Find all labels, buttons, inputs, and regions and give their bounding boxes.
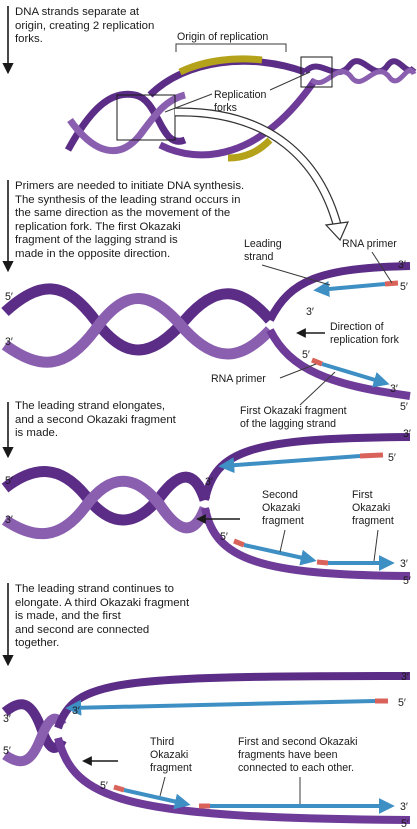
first-okazaki-label-1: First Okazaki fragment [240,405,347,417]
direction-label-1: Direction of [330,321,384,333]
second-okazaki-label-2: Okazaki [262,502,300,514]
direction-label-2: replication fork [330,334,400,346]
p2-3prime-leading: 3′ [306,306,314,318]
step4-caption: The leading strand continues to elongate… [15,583,190,650]
p2-3prime-okazaki: 3′ [390,383,398,395]
p4-5prime-left: 5′ [3,745,11,757]
first-okazaki-label-2: of the lagging strand [240,418,336,430]
p4-3prime-leading: 3′ [72,705,80,717]
leading-strand-label-1: Leading [244,238,282,250]
connected-label-1: First and second Okazaki [238,736,358,748]
panel-2-fork: 3′ 5′ 3′ 5′ 3′ 5′ 3′ 5′ Leading strand R… [1,238,411,430]
p3-3prime-first: 3′ [400,558,408,570]
p3-5prime-left: 5′ [5,475,13,487]
p4-3prime-top: 3′ [401,671,409,683]
rna-primer-top-label: RNA primer [342,238,397,250]
leading-strand-label-2: strand [244,251,274,263]
p3-3prime-top: 3′ [403,428,411,440]
p3-3prime-leading: 3′ [205,476,213,488]
p2-5prime-okazaki: 5′ [302,349,310,361]
first-okazaki-p3-label-1: First [352,489,373,501]
p4-5prime-third: 5′ [100,780,108,792]
p2-3prime-left: 3′ [5,336,13,348]
p4-3prime-connected: 3′ [400,801,408,813]
first-okazaki-p3-label-3: fragment [352,515,394,527]
p4-5prime-bottom: 5′ [401,818,409,829]
p2-3prime-top: 3′ [398,259,406,271]
origin-label: Origin of replication [177,31,268,43]
panel-4-fork: 3′ 5′ 3′ 3′ 5′ 5′ 3′ 5′ Third Okazaki fr… [1,671,411,829]
third-okazaki-label-2: Okazaki [150,749,188,761]
step3-caption: The leading strand elongates, and a seco… [15,400,176,440]
connected-label-3: connected to each other. [238,762,354,774]
p3-3prime-left: 3′ [5,514,13,526]
third-okazaki-label-1: Third [150,736,174,748]
second-okazaki-label-1: Second [262,489,298,501]
second-okazaki-label-3: fragment [262,515,304,527]
replication-forks-label-1: Replication [214,89,267,101]
third-okazaki-label-3: fragment [150,762,192,774]
p2-5prime-bottom: 5′ [400,401,408,413]
step2-caption: Primers are needed to initiate DNA synth… [15,180,245,260]
first-okazaki-p3-label-2: Okazaki [352,502,390,514]
p3-5prime-primer: 5′ [388,452,396,464]
p3-5prime-bottom: 5′ [403,575,411,587]
panel-3-fork: 3′ 5′ 3′ 5′ 3′ 5′ 3′ 5′ Second Okazaki f… [1,428,411,587]
connected-label-2: fragments have been [238,749,338,761]
p2-5prime-primer: 5′ [400,281,408,293]
p4-5prime-primer: 5′ [398,697,406,709]
p3-5prime-second: 5′ [220,531,228,543]
p2-5prime-left: 5′ [5,291,13,303]
step1-caption: DNA strands separate at origin, creating… [15,6,155,46]
rna-primer-left-label: RNA primer [211,373,266,385]
panel-1-bubble: Origin of replication Replication forks [64,31,417,242]
p4-3prime-left: 3′ [3,713,11,725]
